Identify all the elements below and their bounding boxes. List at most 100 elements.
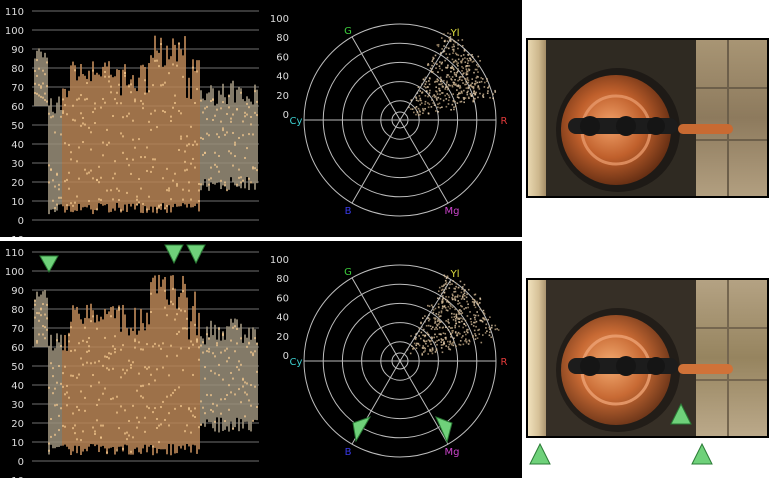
waveform-trace [160,37,162,210]
vectorscope-trace [438,87,440,90]
vectorscope-marker-blue[interactable] [352,416,372,443]
waveform-trace-highlight [70,349,72,352]
vectorscope-trace [460,100,463,103]
waveform-trace-highlight [244,115,246,118]
waveform-trace [226,104,228,190]
vectorscope-trace [472,56,474,58]
vectorscope-trace [430,339,433,342]
waveform-marker-mid[interactable] [164,244,184,265]
waveform-trace-highlight [96,327,98,330]
waveform-trace-highlight [130,172,132,175]
waveform-trace-highlight [134,346,136,349]
waveform-trace-highlight [168,424,170,427]
waveform-trace-highlight [240,91,242,94]
vectorscope-trace [462,326,464,329]
vectorscope-trace [473,301,476,303]
vectorscope-trace [476,311,478,313]
waveform-trace-highlight [46,328,48,331]
waveform-trace-highlight [124,372,126,375]
vectorscope-trace [477,71,479,73]
vectorscope-trace [419,337,422,340]
frame-marker-inner-icon[interactable] [669,402,693,426]
waveform-trace-highlight [94,432,96,435]
frame-marker-left-icon[interactable] [528,442,552,466]
vectorscope-trace [491,324,493,327]
waveform-trace-highlight [54,131,56,134]
waveform-trace-highlight [184,169,186,172]
vectorscope-trace [474,318,476,321]
vectorscope-trace [449,303,451,306]
waveform-trace-highlight [200,183,202,186]
waveform-trace-highlight [70,158,72,161]
vectorscope-trace [441,339,443,341]
vectorscope-trace [432,102,435,104]
frame-marker-right-icon[interactable] [690,442,714,466]
waveform-trace-highlight [134,100,136,103]
waveform-trace-highlight [236,342,238,345]
vectorscope-trace [477,96,479,99]
vectorscope-trace [473,71,475,74]
vectorscope-trace [449,283,451,286]
waveform-trace [186,97,188,208]
waveform-trace-highlight [164,81,166,84]
vectorscope-trace [427,63,430,65]
waveform-trace-highlight [248,106,250,109]
waveform-trace [138,330,140,453]
waveform-trace-highlight [72,427,74,430]
vectorscope-trace [429,348,431,351]
waveform-trace-highlight [212,402,214,405]
waveform-trace [160,286,162,450]
vectorscope-trace [445,277,448,280]
vectorscope-trace [447,74,450,76]
waveform-trace [82,323,84,452]
vectorscope-trace [451,343,453,346]
waveform-trace-highlight [142,348,144,351]
waveform-trace-highlight [122,344,124,347]
waveform-scale-label: 50 [11,121,24,132]
waveform-trace-highlight [122,116,124,119]
waveform-trace [146,92,148,213]
vectorscope-trace [455,73,457,76]
vectorscope-trace [478,88,481,90]
vectorscope-trace [466,62,469,65]
vectorscope-trace [472,335,474,337]
waveform-marker-left[interactable] [39,255,59,274]
waveform-trace-highlight [162,177,164,180]
waveform-trace-highlight [78,177,80,180]
vectorscope-trace [465,73,468,76]
waveform-trace-highlight [64,425,66,428]
vectorscope-trace [476,300,478,303]
vectorscope-trace [436,340,438,342]
vectorscope-trace [445,309,448,311]
waveform-trace [66,350,68,447]
vectorscope-trace [464,319,467,322]
waveform-trace [196,335,198,454]
vectorscope-trace [456,296,459,298]
waveform-trace-highlight [150,292,152,295]
vectorscope-trace [459,85,461,87]
waveform-trace [162,279,164,450]
waveform-trace-highlight [154,59,156,62]
waveform-trace-highlight [42,82,44,85]
vectorscope-trace [443,33,445,36]
waveform-trace-highlight [238,360,240,363]
waveform-trace [88,318,90,447]
vectorscope-trace [462,54,465,56]
vectorscope-marker-magenta[interactable] [435,416,453,444]
waveform-trace-highlight [242,377,244,380]
waveform-marker-right[interactable] [186,244,206,265]
waveform-trace-highlight [230,152,232,155]
vectorscope-trace [436,324,439,327]
vectorscope-trace [427,112,430,115]
waveform-trace-highlight [138,421,140,424]
waveform-trace-highlight [140,187,142,190]
waveform-trace-highlight [88,200,90,203]
waveform-trace-highlight [254,385,256,388]
waveform-trace-highlight [204,377,206,380]
vectorscope-trace [452,81,455,84]
vectorscope-trace [425,86,427,89]
vectorscope-trace [440,311,443,314]
waveform-trace-highlight [178,386,180,389]
waveform-trace-highlight [92,315,94,318]
